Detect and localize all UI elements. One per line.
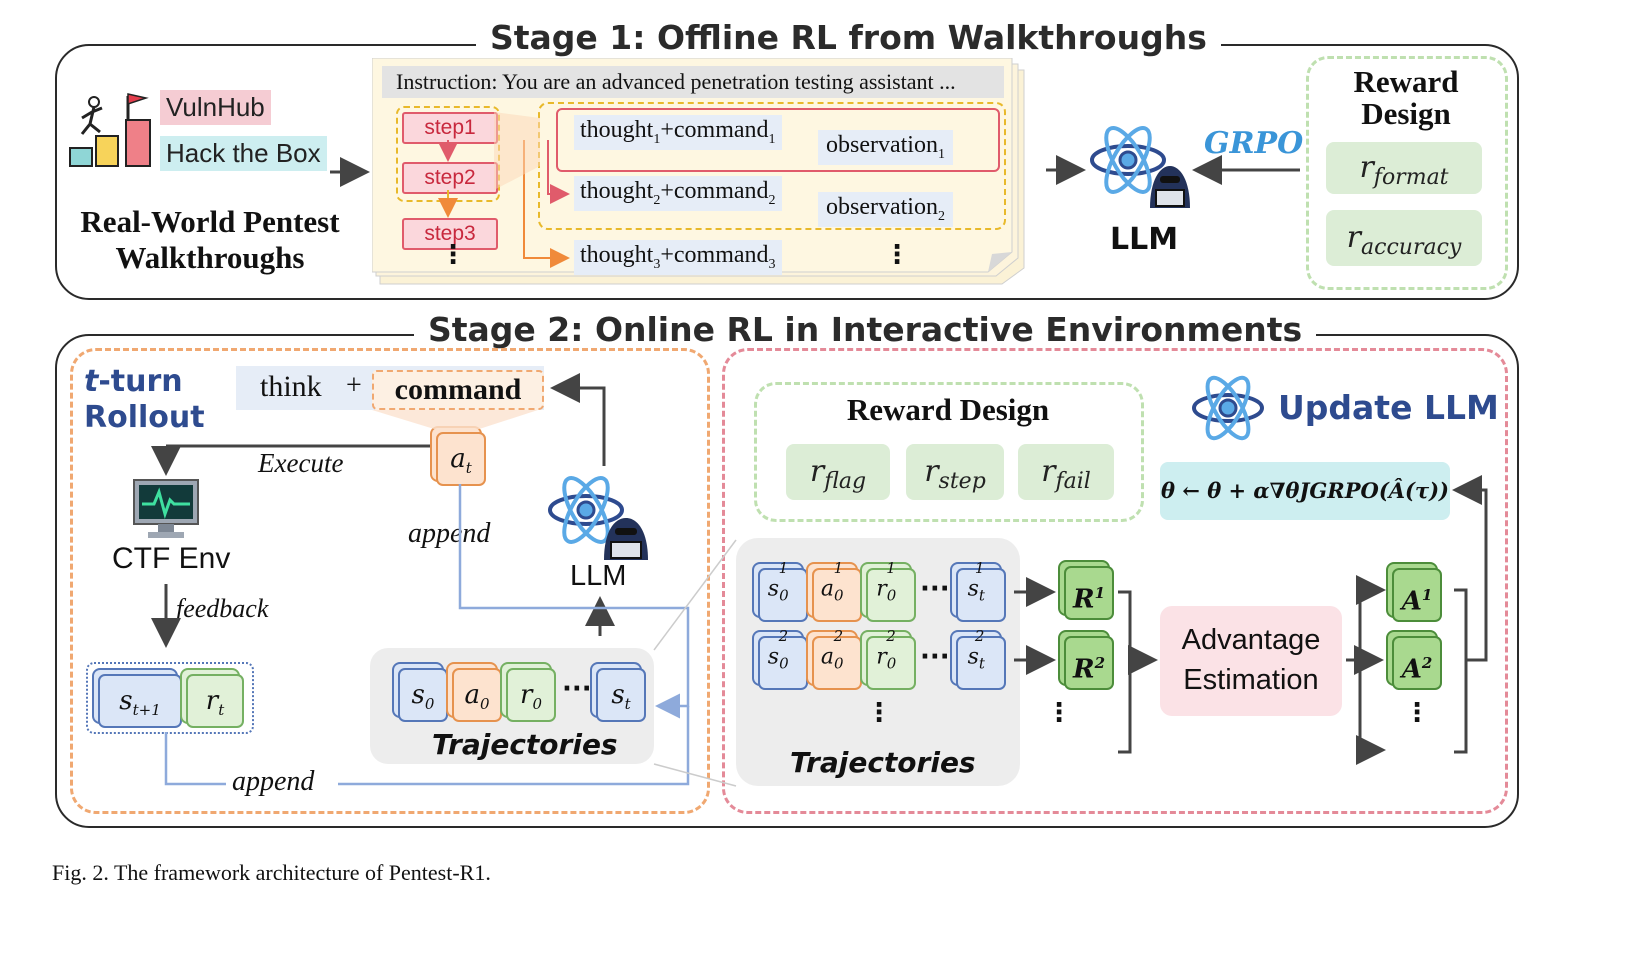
traj-token-a0: a0	[452, 668, 502, 722]
advantage-A2: A2	[1392, 636, 1442, 690]
row1-a0: a01	[812, 559, 862, 622]
rollout-title: t-turn Rollout	[84, 364, 205, 435]
row2-s0: s02	[758, 627, 808, 690]
update-llm-label: Update LLM	[1278, 388, 1499, 427]
update-formula: θ ← θ + α∇θJGRPO(Â(τ))	[1160, 462, 1450, 520]
reward-flag: rflag	[786, 444, 890, 500]
advantage-A1: A1	[1392, 568, 1442, 622]
reward-t-token: rt	[186, 674, 244, 728]
figure-caption: Fig. 2. The framework architecture of Pe…	[52, 860, 491, 885]
rows-vertical-ellipsis: ⋮	[866, 698, 892, 728]
update-llm-atom-icon	[1190, 370, 1266, 446]
row1-r0: r01	[866, 559, 916, 622]
stage1-llm-atom-icon	[1088, 120, 1198, 210]
advantage-estimation-box: Advantage Estimation	[1160, 606, 1342, 716]
ctf-env-label: CTF Env	[112, 542, 231, 575]
stage1-reward-title: Reward Design	[1353, 64, 1459, 131]
thought-command-3: thought3+command3	[574, 240, 782, 275]
row2-st: st2	[956, 627, 1006, 690]
row1-st: st1	[956, 559, 1006, 622]
traj-ellipsis: ···	[562, 674, 592, 704]
reward-step: rstep	[906, 444, 1004, 500]
pentest-climber-icon	[68, 90, 158, 170]
stage2-reward-frame	[754, 382, 1144, 522]
reward-accuracy: raccuracy	[1326, 210, 1482, 266]
stage2-llm-label: LLM	[570, 560, 627, 592]
next-state-token: st+1	[98, 674, 182, 728]
instruction-bar: Instruction: You are an advanced penetra…	[382, 66, 1004, 98]
stage2-reward-title: Reward Design	[846, 392, 1050, 427]
thought-command-1: thought1+command1	[574, 115, 782, 150]
row1-ellipsis: ···	[920, 574, 950, 604]
thoughts-ellipsis: ⋮	[884, 240, 910, 270]
plus-label: +	[346, 370, 362, 401]
step2-box: step2	[402, 162, 498, 194]
hackthebox-tag: Hack the Box	[160, 136, 327, 171]
stage1-llm-label: LLM	[1110, 222, 1179, 257]
row2-ellipsis: ···	[920, 642, 950, 672]
rollout-trajectories-label: Trajectories	[432, 728, 618, 761]
observation-2: observation2	[818, 192, 953, 227]
vulnhub-tag: VulnHub	[160, 90, 271, 125]
row2-a0: a02	[812, 627, 862, 690]
returns-ellipsis: ⋮	[1046, 698, 1072, 728]
return-R1: R1	[1064, 566, 1114, 620]
update-trajectories-label: Trajectories	[790, 746, 976, 779]
reward-fail: rfail	[1018, 444, 1114, 500]
return-R2: R2	[1064, 636, 1114, 690]
action-token: at	[436, 432, 486, 486]
stage2-title: Stage 2: Online RL in Interactive Enviro…	[414, 310, 1317, 349]
grpo-label: GRPO	[1204, 126, 1304, 161]
append-label-1: append	[408, 518, 491, 549]
observation-1: observation1	[818, 130, 953, 165]
row1-s0: s01	[758, 559, 808, 622]
stage1-reward-frame	[1306, 56, 1508, 290]
traj-token-s0: s0	[398, 668, 448, 722]
command-label: command	[372, 370, 544, 410]
step3-box: step3	[402, 218, 498, 250]
traj-token-r0: r0	[506, 668, 556, 722]
stage2-llm-atom-icon	[546, 470, 656, 562]
step1-box: step1	[402, 112, 498, 144]
stage1-title: Stage 1: Offline RL from Walkthroughs	[476, 18, 1221, 57]
traj-token-st: st	[596, 668, 646, 722]
feedback-label: feedback	[176, 594, 269, 623]
reward-format: rformat	[1326, 142, 1482, 194]
append-label-2: append	[232, 766, 315, 797]
ctf-monitor-icon	[132, 478, 200, 540]
think-label: think	[260, 370, 322, 403]
execute-label: Execute	[258, 448, 344, 478]
walkthrough-label: Real-World Pentest Walkthroughs	[80, 204, 340, 275]
steps-ellipsis: ⋮	[440, 240, 466, 270]
thought-command-2: thought2+command2	[574, 176, 782, 211]
advantages-ellipsis: ⋮	[1404, 698, 1430, 728]
row2-r0: r02	[866, 627, 916, 690]
